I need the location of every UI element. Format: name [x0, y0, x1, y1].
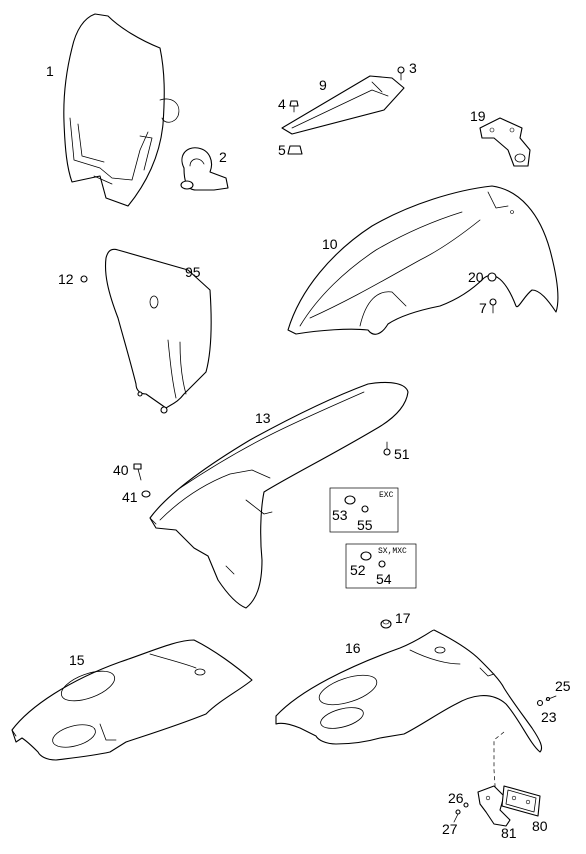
washer-26 [463, 802, 469, 808]
callout-51: 51 [394, 446, 410, 462]
variant-box-sx-mxc: SX,MXC [345, 543, 417, 589]
screw-51 [383, 441, 391, 456]
callout-27: 27 [442, 821, 458, 837]
leader-dashed [493, 731, 505, 801]
variant-exc-label: EXC [379, 491, 394, 500]
screw-4 [289, 100, 299, 113]
screw-7 [489, 298, 497, 314]
bolt-40 [133, 463, 142, 481]
callout-3: 3 [409, 60, 417, 76]
variant-sx-mxc-label: SX,MXC [378, 547, 407, 556]
callout-40: 40 [113, 462, 129, 478]
reflector-80 [501, 785, 541, 817]
screw-3 [397, 66, 405, 81]
callout-2: 2 [219, 149, 227, 165]
callout-15: 15 [69, 652, 85, 668]
callout-41: 41 [122, 489, 138, 505]
callout-25: 25 [555, 678, 571, 694]
callout-4: 4 [278, 96, 286, 112]
fender-15 [11, 639, 253, 761]
nut-5 [287, 145, 303, 155]
callout-10: 10 [322, 236, 338, 252]
grommet-17 [380, 619, 392, 629]
callout-17: 17 [395, 610, 411, 626]
callout-95: 95 [185, 264, 201, 280]
washer-41 [141, 490, 151, 498]
rear-fender [149, 381, 409, 609]
callout-12: 12 [58, 271, 74, 287]
bracket-19 [479, 117, 531, 167]
headlight-mask [63, 13, 180, 207]
bracket-81 [477, 785, 511, 827]
callout-7: 7 [479, 300, 487, 316]
callout-55: 55 [357, 517, 373, 533]
washer-23 [536, 699, 544, 707]
clamp [180, 147, 229, 191]
bracket-9 [281, 75, 405, 135]
front-fender [287, 185, 559, 335]
callout-16: 16 [345, 640, 361, 656]
callout-labels: 1 2 3 4 5 7 9 10 12 13 15 16 17 19 20 23… [46, 60, 571, 841]
callout-26: 26 [448, 790, 464, 806]
callout-81: 81 [501, 825, 517, 841]
callout-20: 20 [468, 269, 484, 285]
callout-23: 23 [541, 709, 557, 725]
callout-52: 52 [350, 562, 366, 578]
screw-27 [453, 809, 461, 823]
callout-13: 13 [255, 410, 271, 426]
callout-9: 9 [319, 77, 327, 93]
callout-19: 19 [470, 108, 486, 124]
callout-54: 54 [376, 571, 392, 587]
callout-1: 1 [46, 63, 54, 79]
callout-53: 53 [332, 507, 348, 523]
screw-25 [545, 695, 557, 702]
variant-box-exc: EXC [329, 487, 399, 533]
screw-12 [80, 275, 88, 283]
number-plate [104, 248, 212, 414]
callout-5: 5 [278, 142, 286, 158]
bushing-20 [487, 272, 497, 282]
callout-80: 80 [532, 818, 548, 834]
fender-16 [275, 629, 543, 753]
